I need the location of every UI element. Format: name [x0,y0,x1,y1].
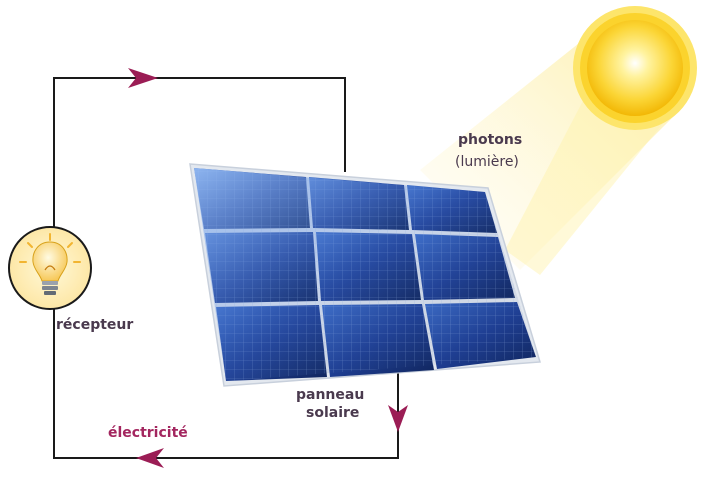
flow-arrow-icon [128,68,408,468]
solar-panel-icon [189,163,541,387]
electricite-label: électricité [108,425,188,441]
sun-icon [573,6,697,130]
lumiere-label: (lumière) [455,154,519,170]
panneau-label-line2: solaire [306,405,360,421]
lightbulb-icon [8,226,92,310]
photons-label: photons [458,132,523,148]
recepteur-label: récepteur [56,317,134,333]
panneau-label-line1: panneau [296,387,365,403]
